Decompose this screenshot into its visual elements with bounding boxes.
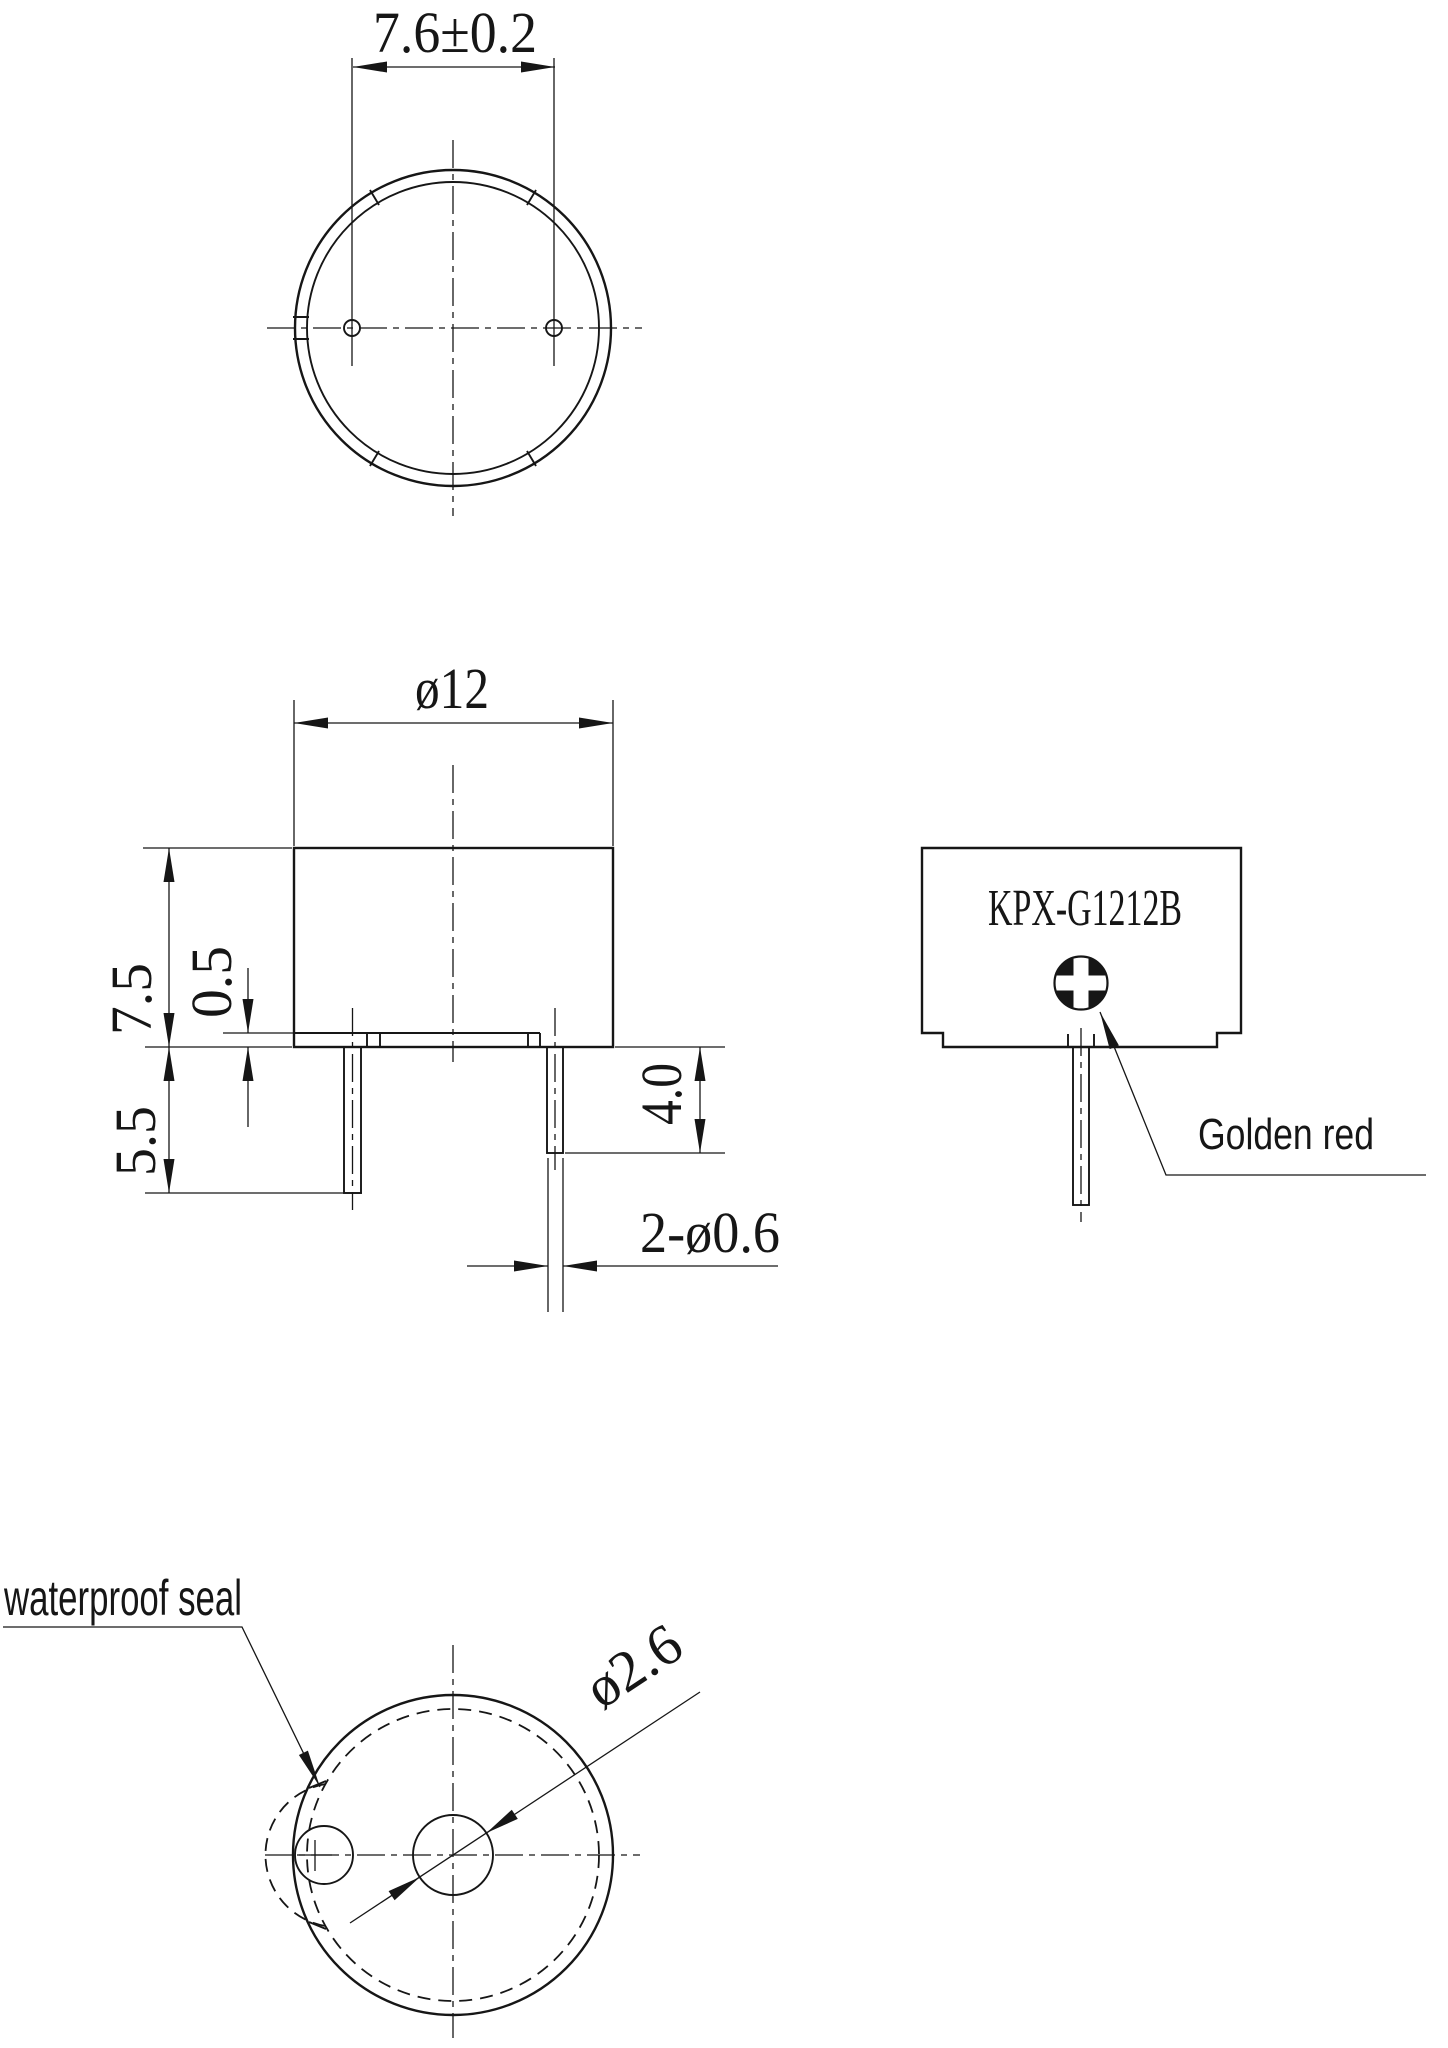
dim-hole-diameter: ø2.6	[573, 1610, 694, 1721]
arrow-icon	[388, 1877, 420, 1901]
arrow-icon	[579, 717, 613, 729]
housing-body-side	[920, 846, 1243, 1049]
dim-pin-spacing: 7.6±0.2	[373, 0, 537, 65]
arrow-icon	[353, 61, 387, 73]
arrow-icon	[694, 1047, 706, 1081]
bottom-view: ø2.6 waterproof seal	[3, 1570, 701, 2038]
arrow-icon	[294, 717, 328, 729]
arrow-icon	[242, 1047, 254, 1081]
seal-bump-arc	[264, 1783, 326, 1927]
model-number: KPX-G1212B	[988, 880, 1182, 937]
height-dim-lines	[143, 847, 362, 1194]
arrow-icon	[521, 61, 555, 73]
arrow-icon	[163, 848, 175, 882]
top-view: 7.6±0.2	[267, 0, 642, 516]
arrow-icon	[163, 1013, 175, 1047]
golden-red-leader	[1099, 1011, 1426, 1176]
arrow-icon	[486, 1809, 518, 1833]
arrow-icon	[694, 1119, 706, 1153]
side-hole	[294, 1825, 354, 1885]
bottom-step-ticks	[366, 1033, 541, 1047]
arrow-icon	[242, 999, 254, 1033]
dim-body-height: 7.5	[99, 963, 164, 1035]
arrow-icon	[514, 1260, 548, 1272]
pin-centerlines	[351, 1008, 556, 1210]
golden-red-mark-icon	[1053, 955, 1109, 1011]
diameter-dim-lines	[293, 700, 614, 846]
dim-pin-holes: 2-ø0.6	[640, 1200, 780, 1265]
front-view: ø12 7.5 5.5 0.5 4.0 2-ø0.6	[99, 656, 780, 1312]
waterproof-seal-label: waterproof seal	[3, 1570, 242, 1626]
pin-slot-ticks	[1067, 1034, 1095, 1047]
arrow-icon	[298, 1750, 320, 1787]
pin-dia-dim-lines	[467, 1158, 778, 1312]
dim-pin-length-left: 5.5	[103, 1106, 168, 1176]
waterproof-seal-leader	[3, 1626, 321, 1788]
arrow-icon	[163, 1047, 175, 1081]
polarity-tab	[293, 316, 309, 340]
seal-junction-notches	[308, 1780, 327, 1930]
dim-body-diameter: ø12	[415, 656, 489, 721]
arrow-icon	[1100, 1012, 1119, 1050]
dim-pin-length-right: 4.0	[629, 1063, 694, 1125]
golden-red-label: Golden red	[1198, 1110, 1374, 1159]
ring-notch-ticks	[369, 189, 537, 467]
arrow-icon	[163, 1159, 175, 1193]
dim-step-height: 0.5	[179, 946, 244, 1018]
arrow-icon	[563, 1260, 597, 1272]
side-view: KPX-G1212B Golden red	[920, 846, 1426, 1222]
